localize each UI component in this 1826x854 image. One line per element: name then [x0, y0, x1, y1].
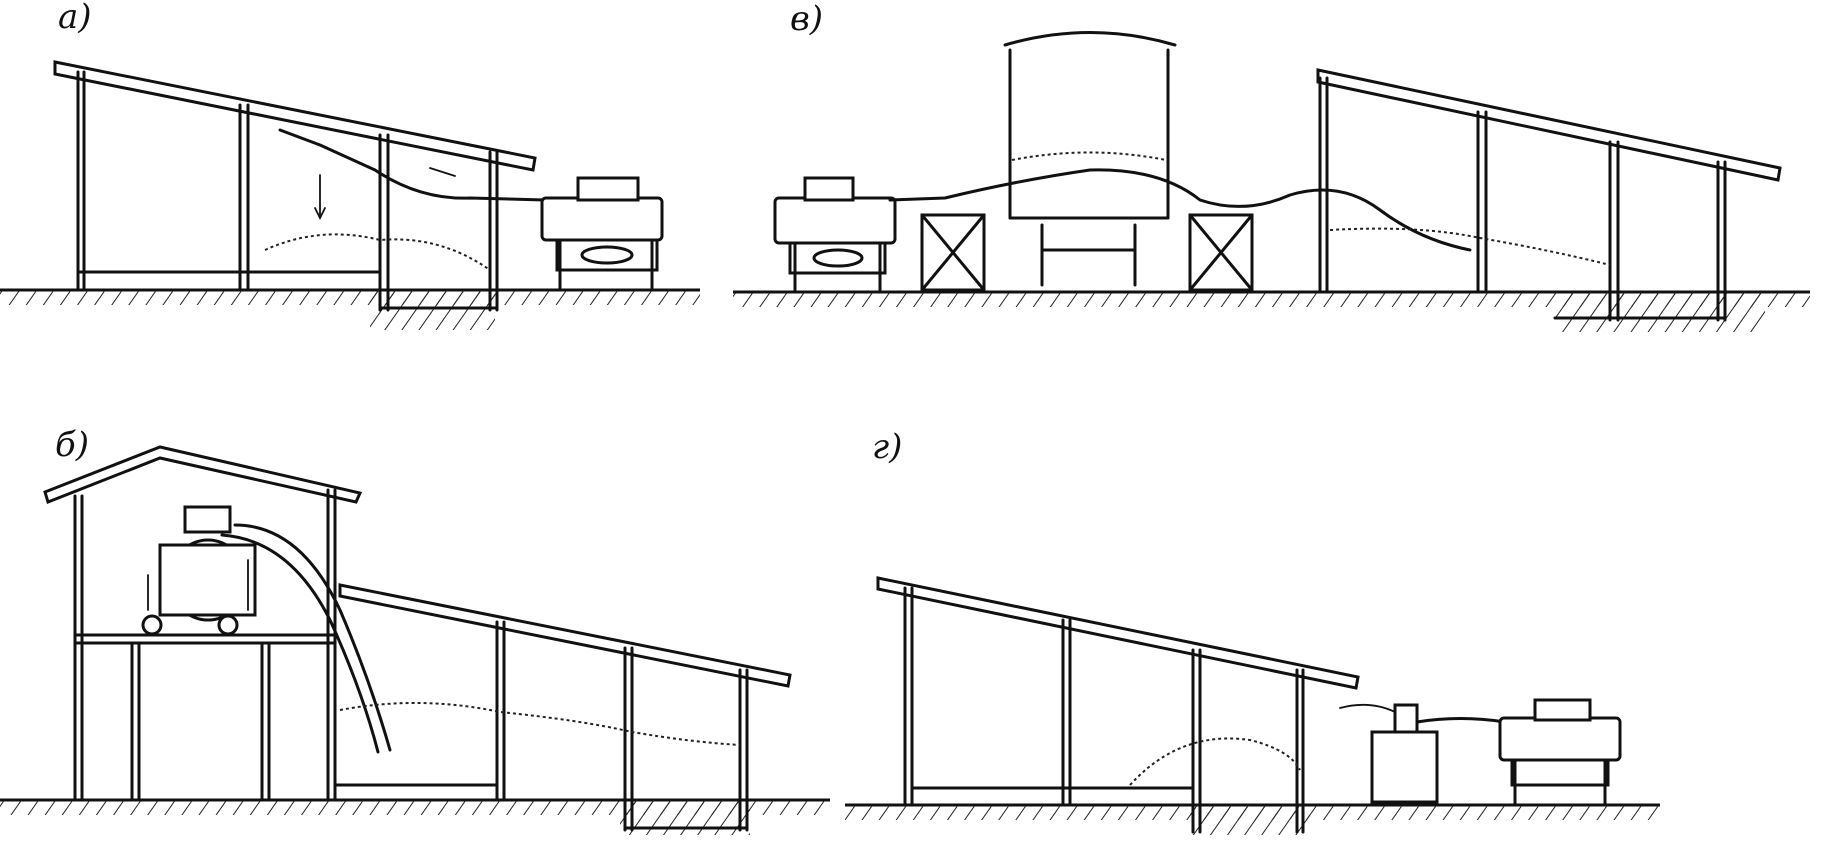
tanker — [773, 196, 897, 245]
panel-g-drawing — [845, 576, 1660, 835]
discharge-pipe — [278, 128, 547, 202]
panel-b-drawing — [0, 445, 830, 835]
shed-roof — [53, 60, 537, 172]
panel-label-b: б) — [55, 425, 90, 465]
panel-v-drawing — [733, 31, 1810, 332]
discharge-pipe — [888, 168, 1472, 252]
manure-pile — [1329, 227, 1611, 266]
panel-label-a: а) — [58, 0, 92, 37]
shed-roof — [876, 576, 1360, 690]
shed-roof — [1316, 68, 1782, 182]
discharge-hose — [1415, 717, 1507, 724]
manure-pile — [264, 233, 491, 271]
manure-pile — [339, 701, 741, 746]
panel-label-g: г) — [872, 427, 903, 467]
tanker — [1498, 716, 1622, 762]
pump-unit — [1370, 730, 1439, 804]
storage-tank — [1003, 31, 1177, 47]
ground-hatch — [0, 291, 700, 305]
machine — [141, 505, 257, 636]
discharge-hose — [233, 523, 392, 752]
shed-roof — [338, 583, 792, 688]
house-roof — [43, 445, 363, 504]
panel-label-v: в) — [790, 0, 824, 39]
panel-a-drawing — [0, 60, 700, 330]
manure-pile — [1129, 737, 1301, 786]
tanker — [540, 196, 664, 242]
